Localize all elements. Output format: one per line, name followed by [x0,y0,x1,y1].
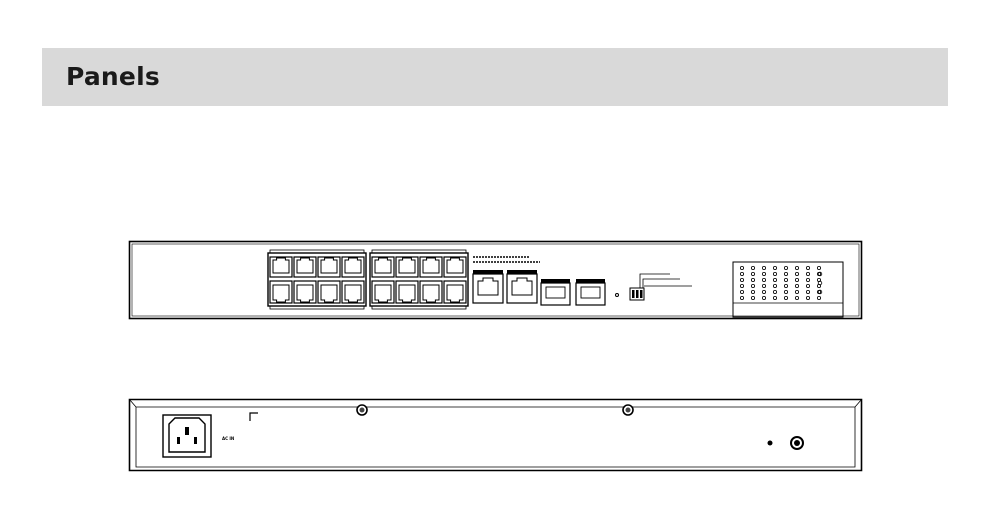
led [806,277,811,282]
led [784,277,789,282]
led [762,277,767,282]
led [795,283,800,288]
led [773,265,778,270]
led [762,289,767,294]
rj45-port-12 [395,280,419,304]
led [740,283,745,288]
led [817,295,822,300]
rj45-port-7 [341,256,365,278]
rj45-port-8 [341,280,365,304]
rj45-port-11 [395,256,419,278]
led [784,271,789,276]
rj45-port-13 [419,256,443,278]
rj45-port-10 [371,280,395,304]
rj45-port-15 [443,256,467,278]
led [762,283,767,288]
led [773,271,778,276]
led [784,265,789,270]
led [773,277,778,282]
led [740,271,745,276]
screw-2 [622,404,634,416]
led [806,289,811,294]
led [751,271,756,276]
led [795,271,800,276]
led [784,283,789,288]
led [806,295,811,300]
status-led [817,289,823,295]
led [784,295,789,300]
rj45-port-2 [269,280,293,304]
rj45-port-4 [293,280,317,304]
led [795,277,800,282]
led [806,271,811,276]
sfp-port-2 [575,282,606,306]
led [751,289,756,294]
rj45-port-5 [317,256,341,278]
led [740,277,745,282]
reset-hole [767,440,773,446]
led-panel [732,261,844,318]
led [806,283,811,288]
led [795,265,800,270]
led [773,289,778,294]
led [740,295,745,300]
led [762,295,767,300]
rj45-port-1 [269,256,293,278]
screw-1 [356,404,368,416]
reset-button [615,293,619,297]
sfp-port-1 [540,282,571,306]
led [751,265,756,270]
led [740,289,745,294]
rj45-port-16 [443,280,467,304]
led [751,277,756,282]
led [751,283,756,288]
status-led [817,280,823,286]
ground-terminal [790,436,804,450]
led [773,283,778,288]
led [795,295,800,300]
power-label: AC IN [222,436,234,441]
led [762,265,767,270]
led [806,265,811,270]
rj45-port-3 [293,256,317,278]
section-header: Panels [42,48,948,106]
led [751,295,756,300]
rear-panel-drawing: AC IN [128,398,863,472]
led [817,265,822,270]
front-panel-drawing [128,240,863,320]
led [784,289,789,294]
led [773,295,778,300]
led [795,289,800,294]
rj45-port-9 [371,256,395,278]
led [740,265,745,270]
status-led [817,271,823,277]
rj45-port-14 [419,280,443,304]
section-title: Panels [66,62,160,91]
led [762,271,767,276]
rj45-port-6 [317,280,341,304]
